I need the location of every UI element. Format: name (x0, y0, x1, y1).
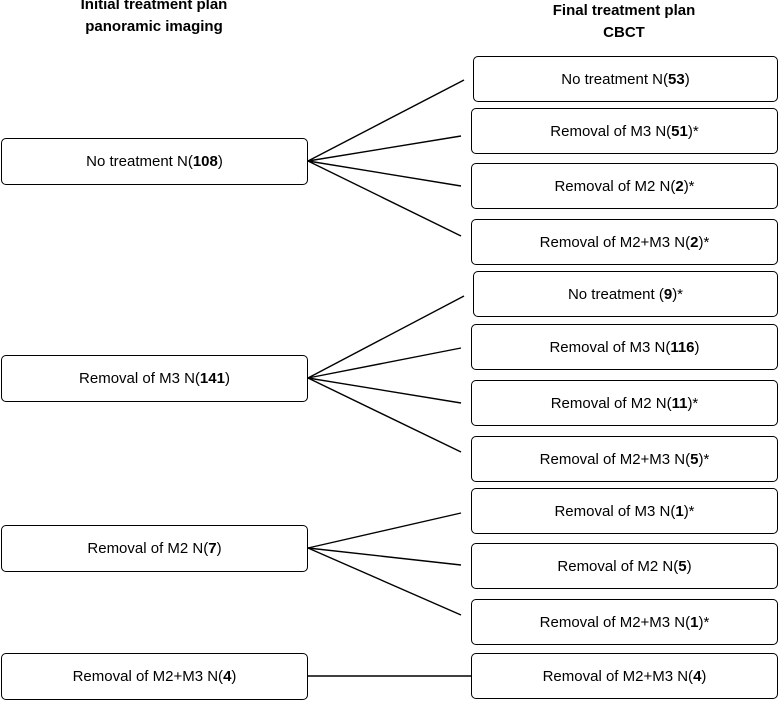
final-header-line2: CBCT (603, 24, 645, 41)
connector-line (307, 547, 462, 616)
connector-line (307, 377, 462, 453)
final-box-removal-m3: Removal of M3 N(1)* (471, 488, 778, 534)
connector-line (307, 160, 462, 187)
initial-box-no-treatment: No treatment N(108) (1, 138, 308, 185)
connector-line (307, 512, 462, 549)
final-box-removal-m2-m3: Removal of M2+M3 N(1)* (471, 599, 778, 645)
final-box-no-treatment: No treatment N(53) (473, 56, 778, 102)
final-box-no-treatment: No treatment (9)* (473, 271, 778, 317)
connector-line (307, 79, 465, 162)
final-box-removal-m2: Removal of M2 N(11)* (471, 380, 778, 426)
initial-plan-header: Initial treatment plan panoramic imaging (0, 0, 308, 38)
connector-line (307, 347, 462, 379)
connector-line (307, 377, 462, 404)
connector-line (307, 135, 462, 162)
connector-line (307, 547, 462, 566)
final-box-removal-m2-m3: Removal of M2+M3 N(2)* (471, 219, 778, 265)
final-box-removal-m3: Removal of M3 N(116) (471, 324, 778, 370)
connector-line (307, 160, 462, 237)
final-box-removal-m2: Removal of M2 N(5) (471, 543, 778, 589)
initial-box-removal-m2-m3: Removal of M2+M3 N(4) (1, 653, 308, 700)
final-header-line1: Final treatment plan (552, 2, 696, 19)
final-box-removal-m2-m3: Removal of M2+M3 N(5)* (471, 436, 778, 482)
initial-box-removal-m2: Removal of M2 N(7) (1, 525, 308, 572)
final-box-removal-m2-m3: Removal of M2+M3 N(4) (471, 653, 778, 699)
initial-header-line2: panoramic imaging (85, 18, 223, 35)
final-plan-header: Final treatment plan CBCT (470, 0, 778, 44)
final-box-removal-m3: Removal of M3 N(51)* (471, 108, 778, 154)
final-box-removal-m2: Removal of M2 N(2)* (471, 163, 778, 209)
connector-line (307, 295, 465, 379)
initial-header-line1: Initial treatment plan (80, 0, 228, 13)
initial-box-removal-m3: Removal of M3 N(141) (1, 355, 308, 402)
